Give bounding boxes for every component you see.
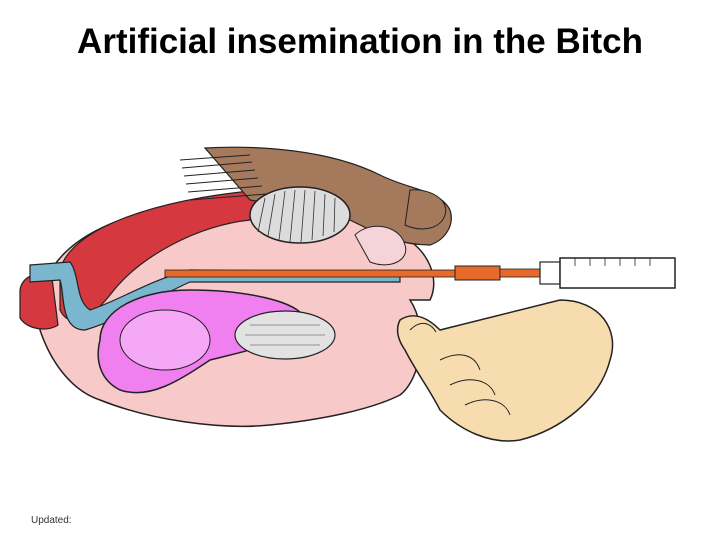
footer-updated: Updated: bbox=[31, 515, 72, 526]
hand-icon bbox=[396, 299, 614, 442]
rolled-tissue-lines bbox=[257, 189, 336, 243]
hair-strokes bbox=[179, 154, 267, 201]
rectum-lines bbox=[245, 324, 325, 346]
catheter bbox=[164, 269, 456, 278]
bladder-lumen bbox=[119, 309, 211, 371]
catheter-connector bbox=[454, 265, 501, 281]
vulva bbox=[354, 225, 407, 266]
syringe-icon bbox=[539, 257, 676, 289]
hand-finger-lines bbox=[409, 323, 511, 416]
rolled-tissue bbox=[249, 186, 351, 244]
muscle-band-end bbox=[19, 273, 59, 330]
catheter-hub bbox=[499, 268, 541, 278]
slide-title: Artificial insemination in the Bitch bbox=[77, 22, 643, 61]
tail-tip bbox=[404, 189, 447, 230]
